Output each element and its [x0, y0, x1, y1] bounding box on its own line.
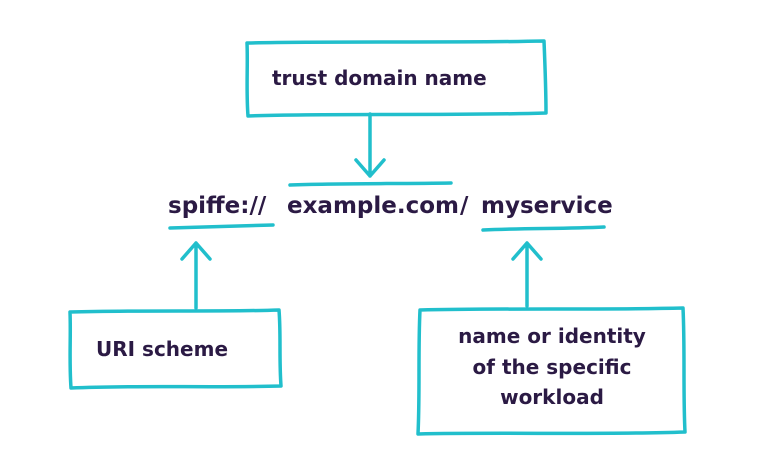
workload-label-line-1: name or identity [458, 324, 646, 348]
uri-workload-text: myservice [481, 193, 613, 219]
trust-domain-box [245, 39, 548, 118]
scheme-arrow [180, 241, 212, 310]
trust-domain-label: trust domain name [272, 66, 487, 90]
workload-label-line-3: workload [500, 385, 604, 409]
trust-domain-bracket [288, 181, 453, 187]
workload-underline [481, 225, 606, 232]
uri-scheme-box [68, 308, 283, 390]
uri-separator-text: / [460, 193, 469, 219]
uri-scheme-text: spiffe:// [168, 193, 267, 219]
workload-arrow [511, 241, 543, 308]
scheme-underline [168, 223, 275, 230]
uri-trust-domain-text: example.com [287, 193, 460, 219]
trust-domain-arrow [354, 112, 386, 178]
workload-label-line-2: of the specific [472, 355, 632, 379]
uri-scheme-label: URI scheme [96, 337, 229, 361]
workload-box [416, 306, 687, 436]
